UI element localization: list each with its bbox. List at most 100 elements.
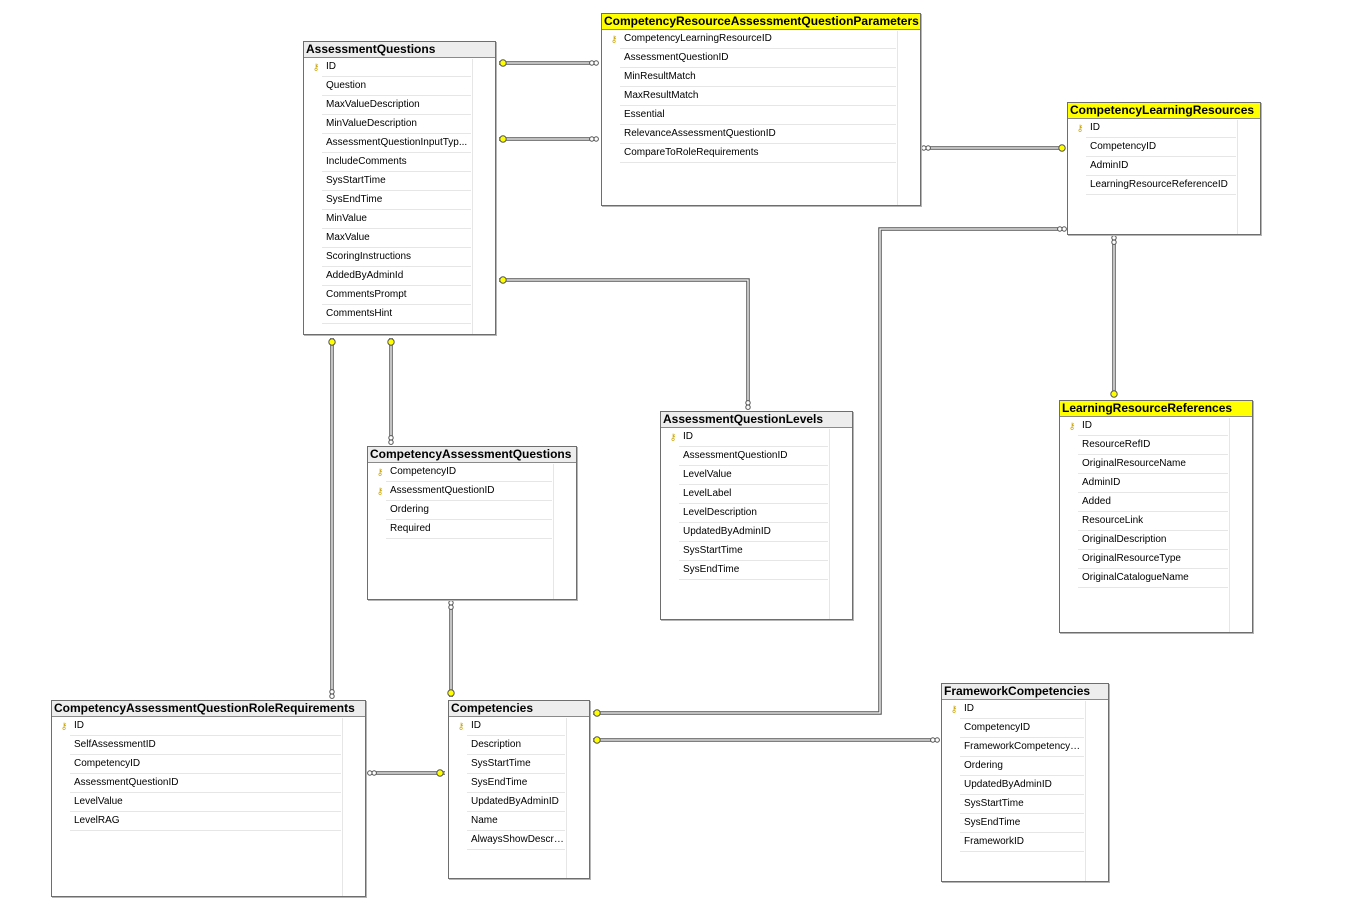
column-row[interactable]: Description [449, 736, 589, 755]
column-row[interactable]: FrameworkCompetencyGrou... [942, 738, 1108, 757]
column-row[interactable]: ⚷CompetencyID [368, 463, 576, 482]
column-row[interactable]: SysEndTime [304, 191, 495, 210]
column-row[interactable]: SysEndTime [661, 561, 852, 580]
column-row[interactable]: AssessmentQuestionID [52, 774, 365, 793]
column-row[interactable]: OriginalResourceName [1060, 455, 1252, 474]
column-row[interactable]: ⚷CompetencyLearningResourceID [602, 30, 920, 49]
column-row[interactable]: Added [1060, 493, 1252, 512]
column-row[interactable]: Required [368, 520, 576, 539]
column-name: ResourceRefID [1082, 439, 1151, 450]
column-row[interactable]: AddedByAdminId [304, 267, 495, 286]
column-name: MinResultMatch [624, 71, 696, 82]
column-row[interactable]: SysStartTime [304, 172, 495, 191]
column-row[interactable]: MaxResultMatch [602, 87, 920, 106]
column-row[interactable]: ⚷ID [52, 717, 365, 736]
column-row[interactable]: LevelValue [52, 793, 365, 812]
column-name: ID [326, 61, 336, 72]
column-row[interactable]: FrameworkID [942, 833, 1108, 852]
column-name: OriginalResourceName [1082, 458, 1186, 469]
column-row[interactable]: MinValue [304, 210, 495, 229]
column-row[interactable]: OriginalDescription [1060, 531, 1252, 550]
column-name: AssessmentQuestionID [683, 450, 788, 461]
column-row[interactable]: AssessmentQuestionID [661, 447, 852, 466]
grid-divider [1229, 418, 1230, 632]
column-row[interactable]: SysEndTime [942, 814, 1108, 833]
column-row[interactable]: AssessmentQuestionID [602, 49, 920, 68]
primary-key-icon: ⚷ [610, 34, 618, 44]
column-row[interactable]: ⚷AssessmentQuestionID [368, 482, 576, 501]
column-row[interactable]: AdminID [1068, 157, 1260, 176]
column-row[interactable]: SelfAssessmentID [52, 736, 365, 755]
column-row[interactable]: AssessmentQuestionInputTyp... [304, 134, 495, 153]
column-row[interactable]: AlwaysShowDescription [449, 831, 589, 850]
column-row[interactable]: LearningResourceReferenceID [1068, 176, 1260, 195]
column-row[interactable]: ⚷ID [661, 428, 852, 447]
column-row[interactable]: CommentsHint [304, 305, 495, 324]
column-row[interactable]: CommentsPrompt [304, 286, 495, 305]
column-row[interactable]: LevelRAG [52, 812, 365, 831]
key-end-icon [328, 338, 336, 346]
column-name: LevelLabel [683, 488, 732, 499]
column-row[interactable]: AdminID [1060, 474, 1252, 493]
key-end-icon [499, 276, 507, 284]
column-row[interactable]: CompetencyID [52, 755, 365, 774]
column-row[interactable]: ScoringInstructions [304, 248, 495, 267]
column-row[interactable]: MinValueDescription [304, 115, 495, 134]
table-competency-assessment-question-role-requirements[interactable]: CompetencyAssessmentQuestionRoleRequirem… [51, 700, 366, 897]
column-row[interactable]: LevelDescription [661, 504, 852, 523]
column-row[interactable]: SysStartTime [449, 755, 589, 774]
column-row[interactable]: CompetencyID [1068, 138, 1260, 157]
column-row[interactable]: Question [304, 77, 495, 96]
column-row[interactable]: UpdatedByAdminID [942, 776, 1108, 795]
column-row[interactable]: MinResultMatch [602, 68, 920, 87]
column-row[interactable]: UpdatedByAdminID [661, 523, 852, 542]
grid-divider [1237, 120, 1238, 234]
key-end-icon [593, 709, 601, 717]
table-competency-resource-assessment-question-parameters[interactable]: CompetencyResourceAssessmentQuestionPara… [601, 13, 921, 206]
column-row[interactable]: ⚷ID [942, 700, 1108, 719]
column-name: AssessmentQuestionID [390, 485, 495, 496]
column-row[interactable]: CompetencyID [942, 719, 1108, 738]
column-row[interactable]: OriginalResourceType [1060, 550, 1252, 569]
column-row[interactable]: SysStartTime [661, 542, 852, 561]
column-row[interactable]: ⚷ID [1060, 417, 1252, 436]
column-row[interactable]: MaxValue [304, 229, 495, 248]
table-competency-assessment-questions[interactable]: CompetencyAssessmentQuestions ⚷Competenc… [367, 446, 577, 600]
column-name: RelevanceAssessmentQuestionID [624, 128, 776, 139]
primary-key-icon: ⚷ [950, 704, 958, 714]
column-row[interactable]: Ordering [368, 501, 576, 520]
column-row[interactable]: IncludeComments [304, 153, 495, 172]
column-row[interactable]: Name [449, 812, 589, 831]
column-row[interactable]: SysStartTime [942, 795, 1108, 814]
column-name: UpdatedByAdminID [683, 526, 771, 537]
column-row[interactable]: MaxValueDescription [304, 96, 495, 115]
column-row[interactable]: RelevanceAssessmentQuestionID [602, 125, 920, 144]
column-row[interactable]: ⚷ID [1068, 119, 1260, 138]
column-row[interactable]: SysEndTime [449, 774, 589, 793]
column-row[interactable]: CompareToRoleRequirements [602, 144, 920, 163]
primary-key-icon: ⚷ [457, 721, 465, 731]
column-row[interactable]: OriginalCatalogueName [1060, 569, 1252, 588]
column-row[interactable]: Essential [602, 106, 920, 125]
column-row[interactable]: Ordering [942, 757, 1108, 776]
column-row[interactable]: ⚷ID [304, 58, 495, 77]
column-name: AssessmentQuestionID [74, 777, 179, 788]
column-row[interactable]: UpdatedByAdminID [449, 793, 589, 812]
column-row[interactable]: ResourceLink [1060, 512, 1252, 531]
primary-key-icon: ⚷ [1076, 123, 1084, 133]
column-row[interactable]: ResourceRefID [1060, 436, 1252, 455]
column-name: FrameworkCompetencyGrou... [964, 741, 1084, 752]
column-row[interactable]: ⚷ID [449, 717, 589, 736]
infinity-icon [589, 60, 599, 66]
column-row[interactable]: LevelLabel [661, 485, 852, 504]
grid-divider [1085, 701, 1086, 881]
table-title: CompetencyResourceAssessmentQuestionPara… [602, 14, 920, 30]
column-row[interactable]: LevelValue [661, 466, 852, 485]
